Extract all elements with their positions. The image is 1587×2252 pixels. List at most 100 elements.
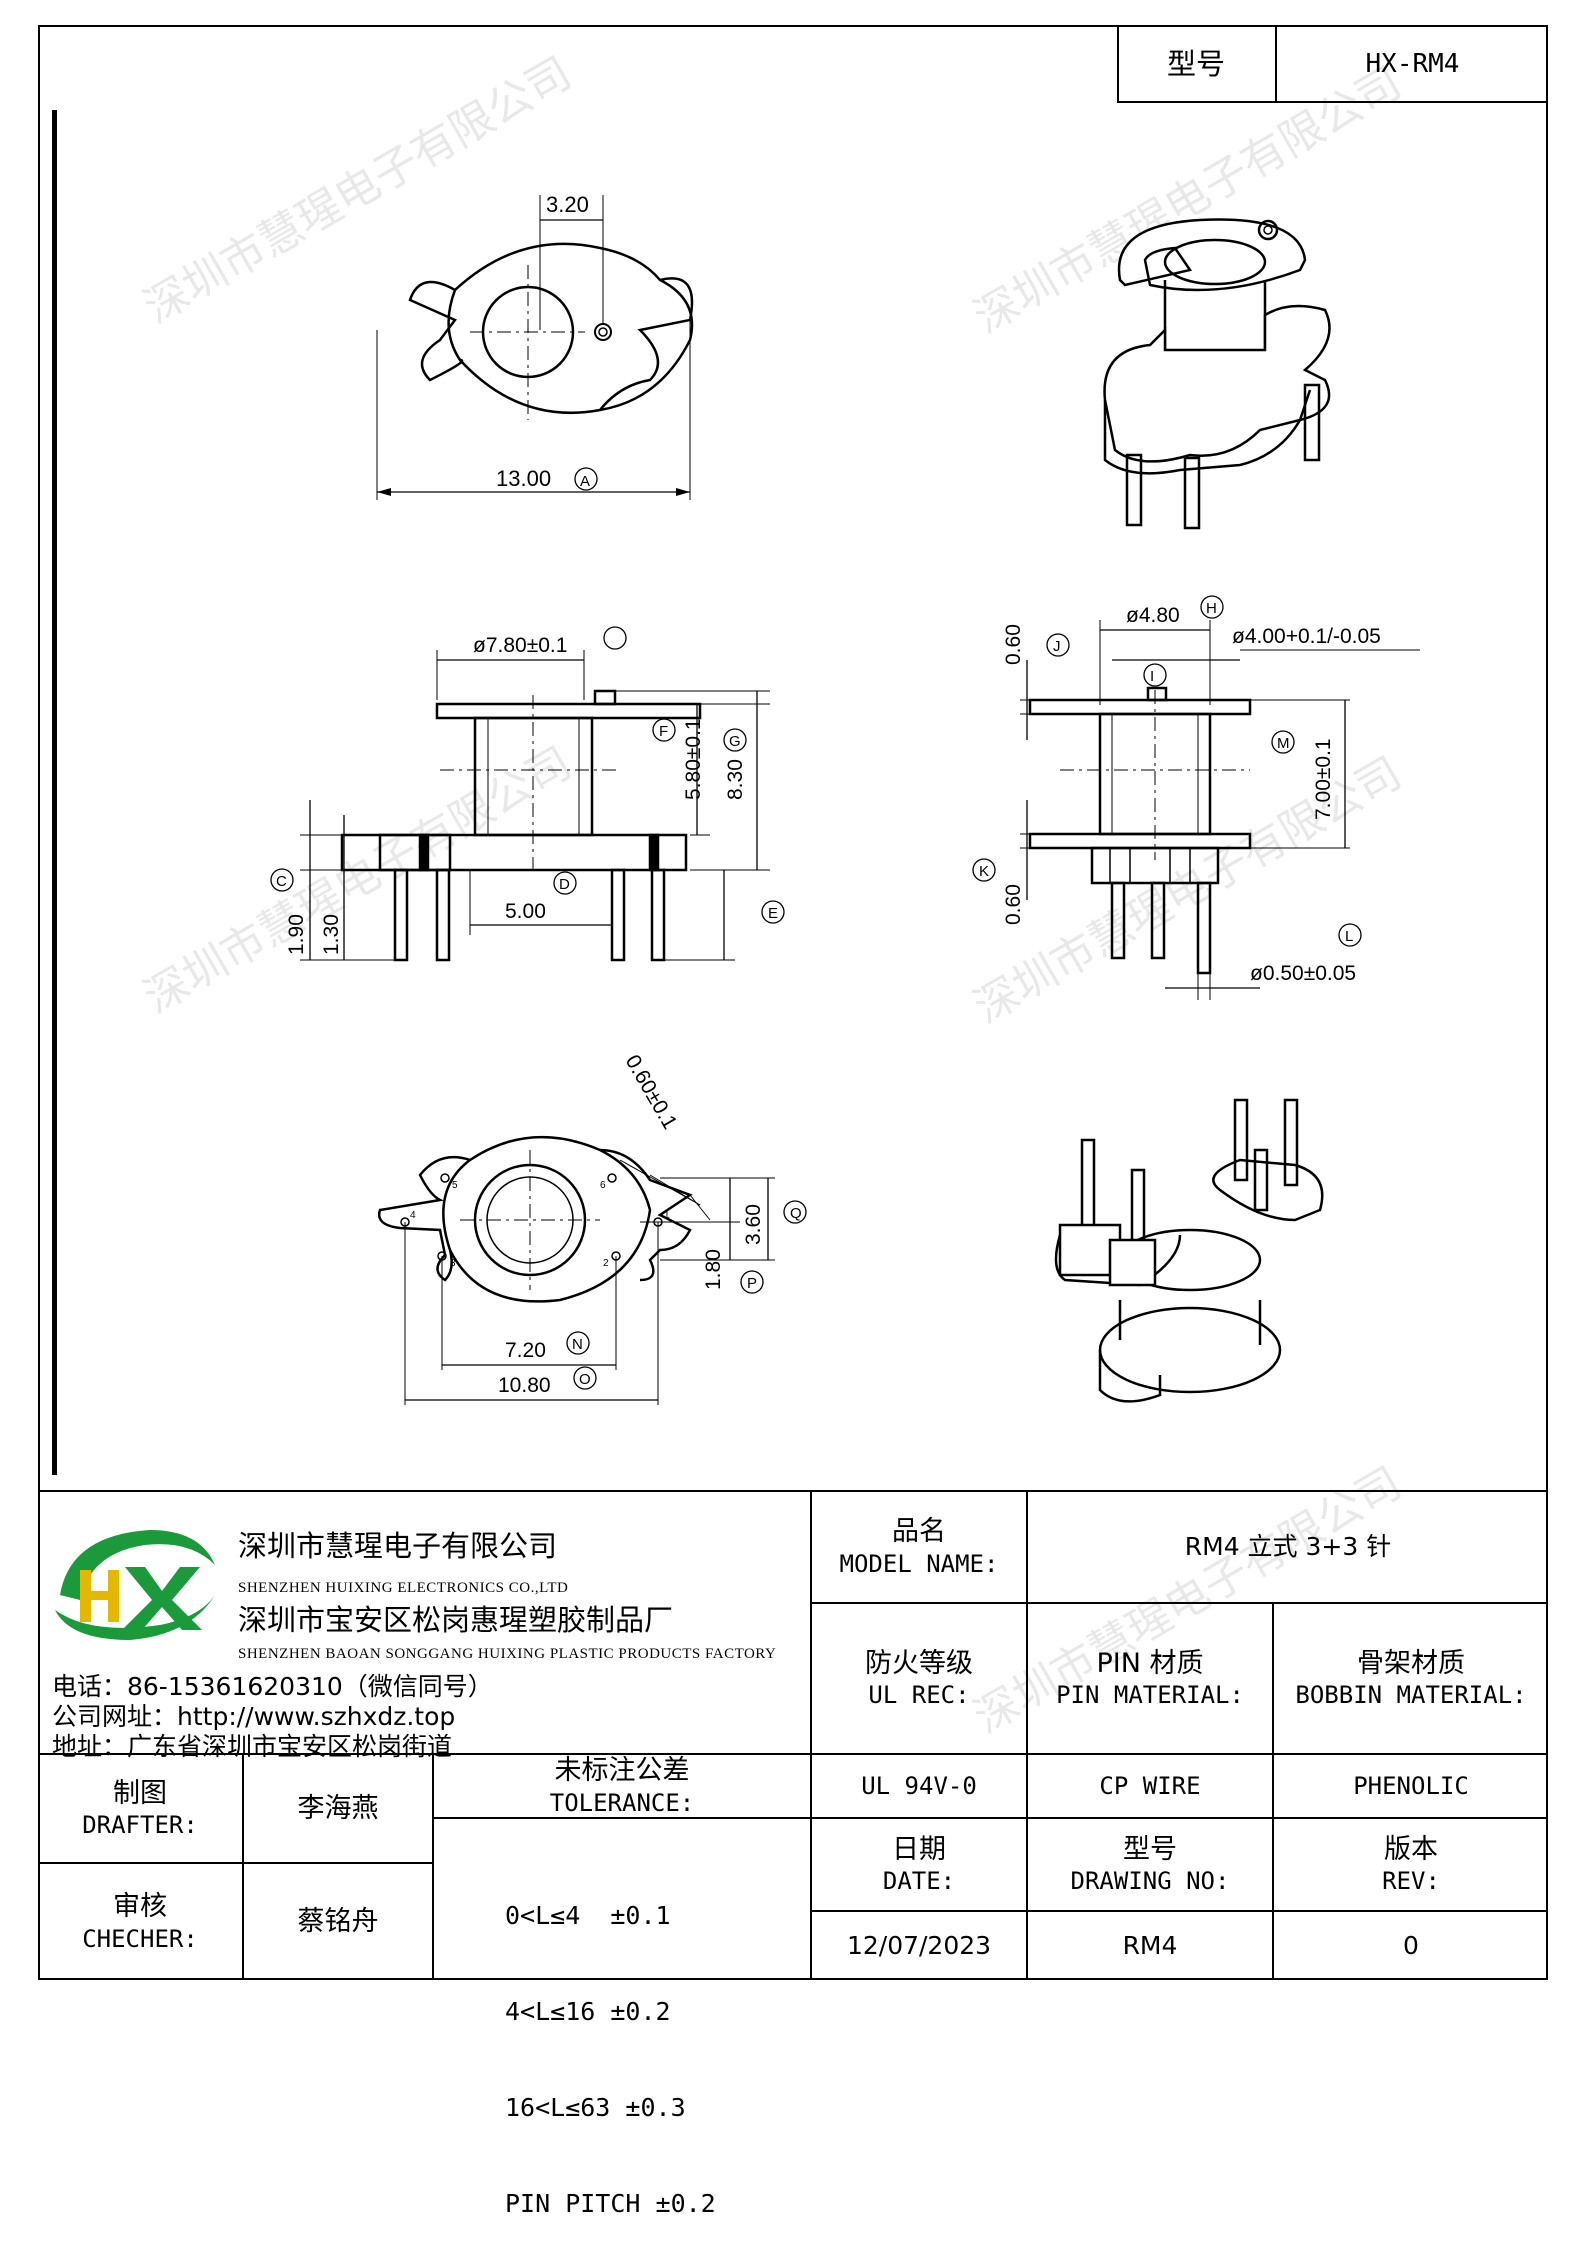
dim-10-80: 10.80: [498, 1374, 551, 1397]
dim-slot-width: 3.20: [546, 192, 589, 217]
date-value: 12/07/2023: [846, 1931, 992, 1961]
drafter-value: 李海燕: [297, 1792, 379, 1824]
dim-1-80: 1.80: [702, 1249, 725, 1290]
company-logo-icon: [55, 1530, 215, 1640]
dim-7-20: 7.20: [505, 1339, 546, 1362]
tolerance-label-en: TOLERANCE:: [549, 1788, 695, 1817]
ref-q: Q: [790, 1205, 802, 1222]
date-label: 日期 DATE:: [812, 1819, 1026, 1910]
front-view: [300, 650, 770, 962]
ul-rec-label-cn: 防火等级: [865, 1647, 973, 1679]
ref-p: P: [747, 1275, 757, 1292]
pin-number: 3: [450, 1258, 456, 1269]
rev-value: 0: [1403, 1931, 1419, 1961]
pin-number: 1: [664, 1210, 670, 1221]
rev-label: 版本 REV:: [1274, 1819, 1548, 1910]
ref-l: L: [1345, 928, 1353, 945]
left-margin-bar: [52, 110, 57, 1475]
bobbin-material-label-cn: 骨架材质: [1357, 1647, 1465, 1679]
header-model-label: 型号: [1166, 46, 1225, 81]
dim-height-2: 8.30: [724, 759, 747, 800]
ref-d: D: [559, 876, 570, 893]
company-address: 地址：广东省深圳市宝安区松岗街道: [52, 1732, 453, 1761]
header-model-value: HX-RM4: [1365, 48, 1460, 79]
company-phone: 电话：86-15361620310（微信同号）: [52, 1672, 493, 1701]
tolerance-row: 4<L≤16 ±0.2: [505, 1997, 671, 2026]
model-name-label: 品名 MODEL NAME:: [812, 1492, 1026, 1602]
side-view-labels: 0.60 J ø4.80 H ø4.00+0.1/-0.05 I M 7.00±…: [972, 595, 1381, 985]
date-label-en: DATE:: [882, 1867, 956, 1896]
checker-label: 审核 CHECHER:: [38, 1864, 242, 1980]
pin-material-label-cn: PIN 材质: [1096, 1647, 1204, 1679]
bottom-view-labels: 0.60±0.1 3.60 Q 1.80 P 7.20 N 10.80 O 5 …: [410, 1051, 807, 1397]
tolerance-row: PIN PITCH ±0.2: [505, 2189, 716, 2218]
company-website: 公司网址：http://www.szhxdz.top: [52, 1702, 456, 1731]
dim-c2: 1.30: [320, 914, 343, 955]
drafter-label-cn: 制图: [113, 1777, 167, 1809]
drawing-frame: [38, 25, 1548, 1980]
front-view-labels: ø7.80±0.1 5.80±0.1 8.30 F G C 1.90 1.30 …: [270, 626, 785, 955]
checker-value: 蔡铭舟: [297, 1906, 379, 1938]
dim-overall-width: 13.00: [496, 466, 551, 491]
dim-height-1: 5.80±0.1: [682, 718, 705, 800]
drawing-no-label-en: DRAWING NO:: [1070, 1867, 1230, 1896]
dim-c1: 1.90: [285, 914, 308, 955]
model-name-value: RM4 立式 3+3 针: [1184, 1532, 1392, 1562]
bobbin-material-value: PHENOLIC: [1353, 1772, 1469, 1800]
checker-label-cn: 审核: [113, 1891, 167, 1923]
side-view: [1020, 620, 1420, 1000]
ref-n: N: [572, 1336, 583, 1353]
pin-material-label: PIN 材质 PIN MATERIAL:: [1028, 1604, 1272, 1753]
date-label-cn: 日期: [892, 1833, 946, 1865]
company-name-en: SHENZHEN HUIXING ELECTRONICS CO.,LTD: [238, 1580, 569, 1596]
dim-bottom-thickness: 0.60: [1002, 884, 1025, 925]
bobbin-material-label-en: BOBBIN MATERIAL:: [1295, 1681, 1527, 1710]
tolerance-label-cn: 未标注公差: [554, 1755, 690, 1787]
dim-hole-diameter: ø4.00+0.1/-0.05: [1232, 625, 1381, 648]
dim-flange-diameter: ø7.80±0.1: [473, 634, 567, 657]
tolerance-list: 0<L≤4 ±0.1 4<L≤16 ±0.2 16<L≤63 ±0.3 PIN …: [505, 1836, 716, 2252]
dim-core-height: 7.00±0.1: [1312, 738, 1335, 820]
model-name-label-en: MODEL NAME:: [839, 1549, 999, 1578]
ref-e: E: [768, 905, 778, 922]
dim-3-60: 3.60: [742, 1204, 765, 1245]
ref-j: J: [1053, 638, 1061, 655]
drafter-label-en: DRAFTER:: [82, 1811, 198, 1840]
bottom-view: [377, 1135, 775, 1405]
tolerance-row: 16<L≤63 ±0.3: [505, 2093, 686, 2122]
model-name-label-cn: 品名: [892, 1516, 946, 1548]
pin-number: 6: [600, 1180, 606, 1191]
ref-c: C: [276, 873, 287, 890]
ref-o: O: [579, 1371, 591, 1388]
ref-f: F: [659, 723, 668, 740]
pin-material-value: CP WIRE: [1099, 1772, 1201, 1800]
dim-pin-diameter: ø0.50±0.05: [1250, 962, 1356, 985]
dim-core-diameter: ø4.80: [1126, 604, 1180, 627]
factory-name-en: SHENZHEN BAOAN SONGGANG HUIXING PLASTIC …: [238, 1646, 777, 1662]
isometric-view-top: [1103, 218, 1331, 530]
ref-i: I: [1150, 668, 1154, 685]
drawing-no-value: RM4: [1122, 1931, 1178, 1961]
ref-h: H: [1206, 600, 1217, 617]
drafter-label: 制图 DRAFTER:: [38, 1755, 242, 1862]
dim-pin-pitch: 5.00: [505, 900, 546, 923]
ref-m: M: [1277, 735, 1290, 752]
header-model-box: [1117, 25, 1548, 103]
pin-number: 5: [452, 1180, 458, 1191]
tolerance-label: 未标注公差 TOLERANCE:: [434, 1755, 810, 1817]
ul-rec-label-en: UL REC:: [868, 1681, 970, 1710]
isometric-view-bottom: [1054, 1098, 1324, 1403]
top-view-labels: 3.20 13.00 A: [496, 192, 598, 491]
checker-label-en: CHECHER:: [82, 1924, 198, 1953]
bobbin-material-label: 骨架材质 BOBBIN MATERIAL:: [1274, 1604, 1548, 1753]
logo-text: HX: [0, 0, 1, 1]
pin-material-label-en: PIN MATERIAL:: [1056, 1681, 1244, 1710]
company-name-cn: 深圳市慧瑆电子有限公司: [238, 1529, 558, 1563]
top-view: [376, 195, 694, 500]
drawing-no-label-cn: 型号: [1123, 1833, 1177, 1865]
rev-label-cn: 版本: [1384, 1833, 1438, 1865]
pin-number: 4: [410, 1210, 416, 1221]
ul-rec-label: 防火等级 UL REC:: [812, 1604, 1026, 1753]
ref-a: A: [580, 473, 590, 490]
ref-k: K: [979, 863, 989, 880]
